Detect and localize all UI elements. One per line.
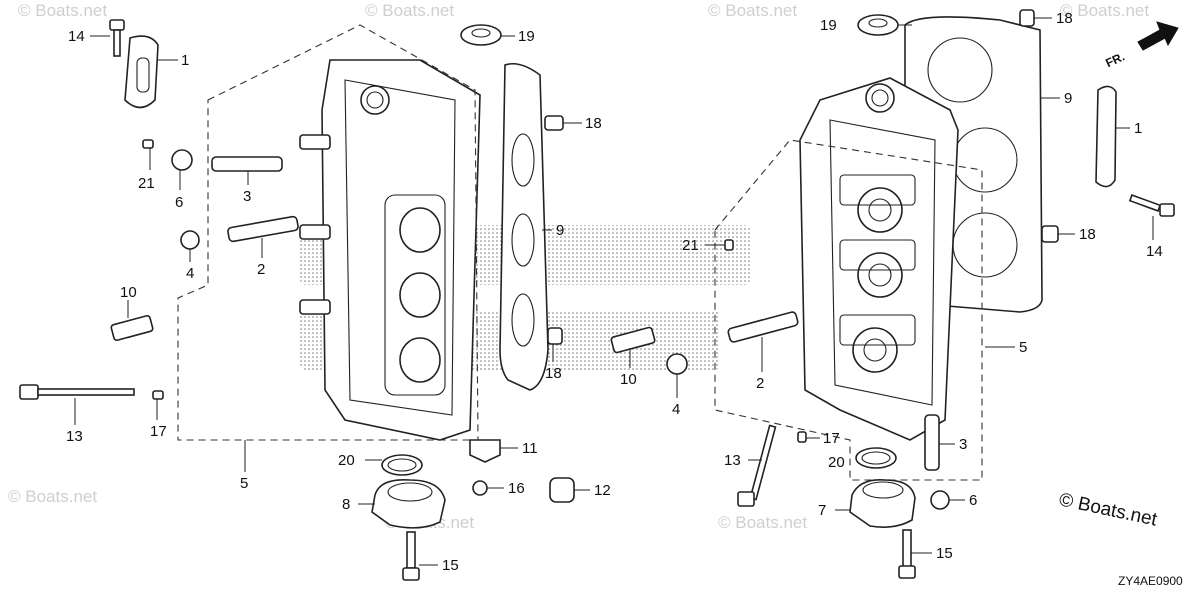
callout-14: 14 <box>68 28 85 45</box>
right-group-box <box>714 139 983 481</box>
callout-10: 10 <box>120 284 137 301</box>
right-small-parts <box>610 9 1175 579</box>
left-cylinder-head <box>299 59 481 441</box>
callout-12: 12 <box>594 482 611 499</box>
callout-1: 1 <box>181 52 189 69</box>
callout-4: 4 <box>186 265 194 282</box>
callout-6: 6 <box>175 194 183 211</box>
left-small-parts <box>19 19 575 581</box>
watermark: © Boats.net <box>18 1 107 20</box>
boats-net-credit: © Boats.net <box>1057 489 1159 530</box>
callout-5: 5 <box>240 475 248 492</box>
callout-15: 15 <box>442 557 459 574</box>
callout-21: 21 <box>682 237 699 254</box>
right-cylinder-head <box>799 77 959 441</box>
callout-10: 10 <box>620 371 637 388</box>
callout-5: 5 <box>1019 339 1027 356</box>
callout-labels: 14 1 19 18 21 6 3 9 4 2 10 18 13 17 5 11… <box>66 10 1163 574</box>
callout-16: 16 <box>508 480 525 497</box>
callout-18: 18 <box>545 365 562 382</box>
callout-4: 4 <box>672 401 680 418</box>
callout-13: 13 <box>724 452 741 469</box>
watermark: © Boats.net <box>708 1 797 20</box>
watermark: © Boats.net <box>718 513 807 532</box>
callout-15: 15 <box>936 545 953 562</box>
front-direction-label: FR. <box>1103 49 1126 70</box>
callout-1: 1 <box>1134 120 1142 137</box>
callout-13: 13 <box>66 428 83 445</box>
callout-9: 9 <box>1064 90 1072 107</box>
callout-3: 3 <box>243 188 251 205</box>
callout-17: 17 <box>150 423 167 440</box>
left-head-gasket <box>499 62 549 391</box>
callout-14: 14 <box>1146 243 1163 260</box>
callout-19: 19 <box>518 28 535 45</box>
callout-18: 18 <box>1079 226 1096 243</box>
callout-20: 20 <box>338 452 355 469</box>
watermark: © Boats.net <box>365 1 454 20</box>
callout-3: 3 <box>959 436 967 453</box>
callout-8: 8 <box>342 496 350 513</box>
callout-9: 9 <box>556 222 564 239</box>
callout-7: 7 <box>818 502 826 519</box>
callout-18: 18 <box>1056 10 1073 27</box>
callout-20: 20 <box>828 454 845 471</box>
callout-2: 2 <box>756 375 764 392</box>
watermark: © Boats.net <box>8 487 97 506</box>
diagram-code: ZY4AE0900 <box>1118 574 1183 588</box>
callout-6: 6 <box>969 492 977 509</box>
callout-19: 19 <box>820 17 837 34</box>
callout-18: 18 <box>585 115 602 132</box>
callout-21: 21 <box>138 175 155 192</box>
watermark: © Boats.net <box>1060 1 1149 20</box>
front-direction-arrow: FR. <box>1103 21 1179 70</box>
callout-17: 17 <box>823 430 840 447</box>
left-group-box <box>177 24 479 441</box>
leader-lines <box>74 17 1154 566</box>
callout-11: 11 <box>522 440 538 457</box>
callout-2: 2 <box>257 261 265 278</box>
